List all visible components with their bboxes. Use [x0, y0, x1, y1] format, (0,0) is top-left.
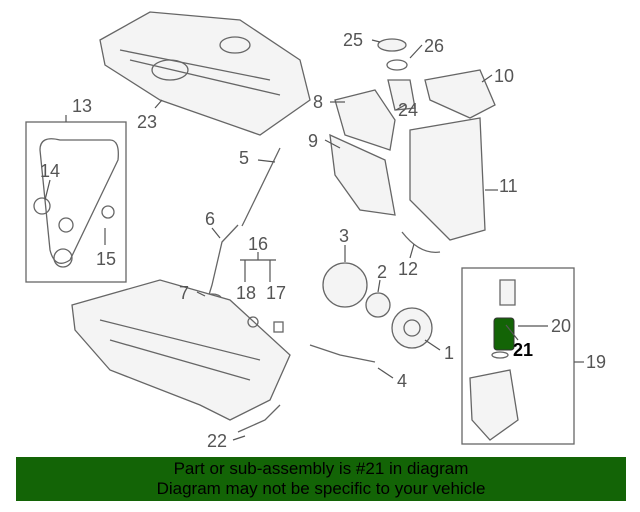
callout-18[interactable]: 18 [236, 283, 256, 303]
cover-part-10[interactable] [424, 69, 496, 119]
callout-24[interactable]: 24 [398, 100, 418, 120]
callout-11[interactable]: 11 [499, 176, 518, 196]
info-banner: Part or sub-assembly is #21 in diagram D… [16, 457, 626, 501]
hose-part[interactable] [237, 404, 281, 433]
callout-9[interactable]: 9 [308, 131, 318, 151]
filler-neck-part-24[interactable] [387, 79, 416, 111]
dipstick-part[interactable] [241, 147, 281, 227]
callout-25[interactable]: 25 [343, 30, 363, 50]
pump-part-3[interactable] [322, 262, 368, 308]
oil-filter-assembly-box [461, 267, 575, 445]
callout-17[interactable]: 17 [266, 283, 286, 303]
oil-pan-part[interactable] [71, 279, 291, 421]
callout-12[interactable]: 12 [398, 259, 418, 279]
cover-part-9[interactable] [329, 133, 396, 216]
banner-line-1: Part or sub-assembly is #21 in diagram [173, 459, 469, 478]
washer-part[interactable] [247, 316, 259, 328]
belt-kit-part[interactable] [25, 121, 127, 283]
callout-2[interactable]: 2 [377, 262, 387, 282]
dipstick-tube-part[interactable] [207, 224, 239, 299]
callout-23[interactable]: 23 [137, 112, 157, 132]
callout-16[interactable]: 16 [248, 234, 268, 254]
seal-part-12[interactable] [401, 231, 441, 253]
callout-5[interactable]: 5 [239, 148, 249, 168]
callout-13[interactable]: 13 [72, 96, 92, 116]
cap-part-25[interactable] [377, 38, 407, 52]
banner-line-2: Diagram may not be specific to your vehi… [156, 479, 486, 498]
callout-22[interactable]: 22 [207, 431, 227, 451]
cover-part-8[interactable] [334, 89, 396, 151]
callout-19[interactable]: 19 [586, 352, 606, 372]
gear-part-2[interactable] [365, 292, 391, 318]
callout-14[interactable]: 14 [40, 161, 60, 181]
valve-cover-part[interactable] [99, 11, 311, 136]
callout-10[interactable]: 10 [494, 66, 514, 86]
callout-15[interactable]: 15 [96, 249, 116, 269]
oil-filter-part-21[interactable] [493, 317, 515, 351]
callout-20[interactable]: 20 [551, 316, 571, 336]
seal-part-26[interactable] [386, 59, 408, 71]
pickup-tube-part-4[interactable] [309, 344, 376, 363]
filter-housing-part[interactable] [469, 369, 519, 441]
filter-cap-part[interactable] [499, 279, 516, 306]
callout-8[interactable]: 8 [313, 92, 323, 112]
plug-part[interactable] [273, 321, 284, 333]
callout-4[interactable]: 4 [397, 371, 407, 391]
callout-7[interactable]: 7 [179, 283, 189, 303]
callout-21[interactable]: 21 [513, 340, 533, 360]
callout-3[interactable]: 3 [339, 226, 349, 246]
callout-1[interactable]: 1 [444, 343, 454, 363]
callout-26[interactable]: 26 [424, 36, 444, 56]
cover-part-11[interactable] [409, 117, 486, 241]
callout-6[interactable]: 6 [205, 209, 215, 229]
pulley-part-1[interactable] [391, 307, 433, 349]
